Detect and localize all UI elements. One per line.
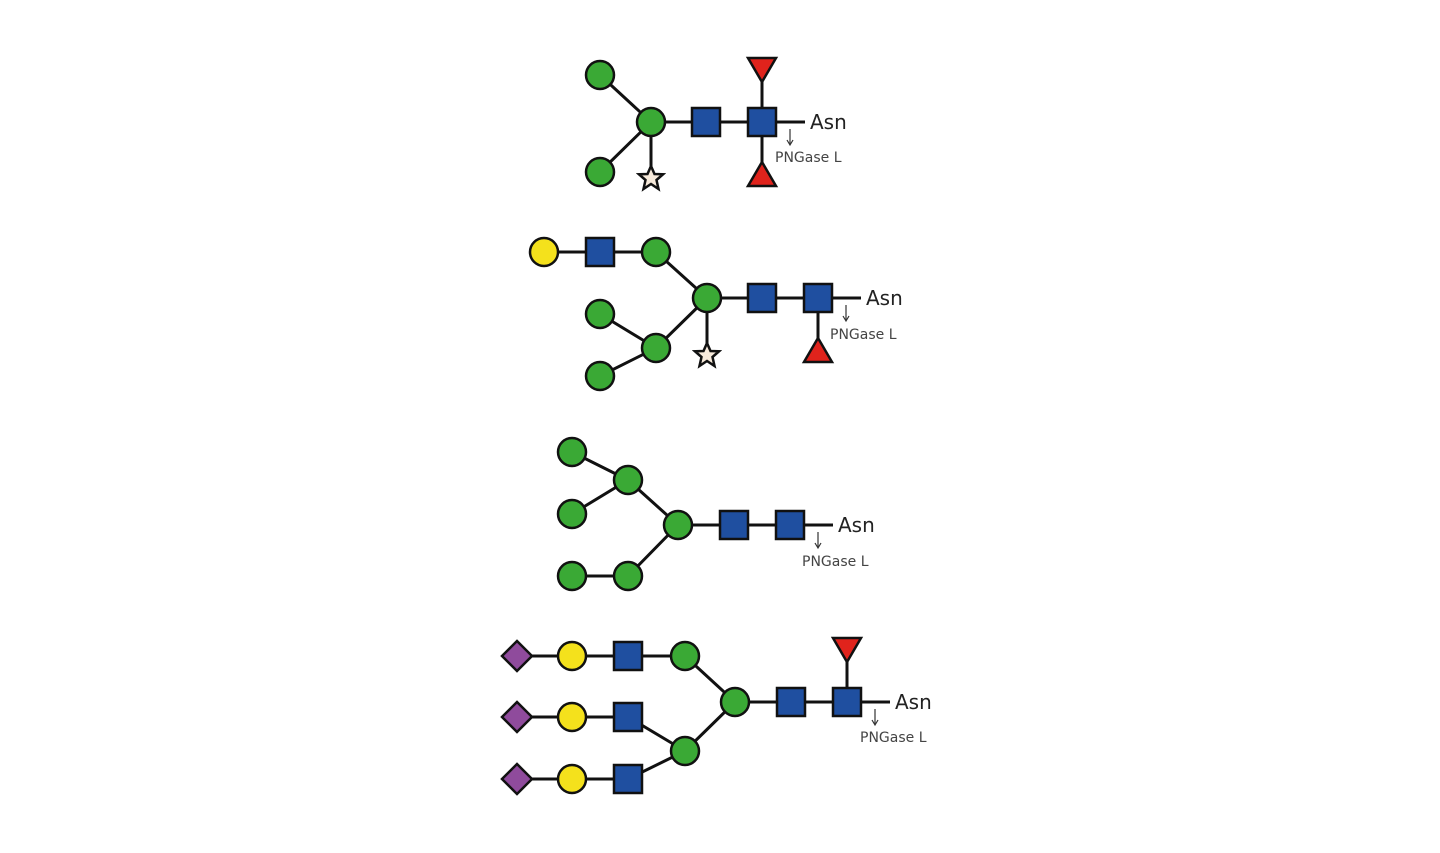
glcnac-square bbox=[746, 282, 778, 314]
cleavage-arrow-icon bbox=[814, 532, 822, 550]
asn-label: Asn bbox=[866, 286, 903, 310]
enzyme-label: PNGase L bbox=[860, 730, 927, 746]
enzyme-label: PNGase L bbox=[775, 150, 842, 166]
sialic-acid-diamond bbox=[500, 700, 534, 734]
mannose-circle bbox=[635, 106, 667, 138]
enzyme-label: PNGase L bbox=[802, 554, 869, 570]
cleavage-arrow-icon bbox=[786, 129, 794, 147]
asn-label: Asn bbox=[895, 690, 932, 714]
glcnac-square bbox=[746, 106, 778, 138]
mannose-circle bbox=[556, 436, 588, 468]
cleavage-arrow-icon bbox=[842, 305, 850, 323]
asn-label: Asn bbox=[838, 513, 875, 537]
fucose-triangle bbox=[745, 159, 779, 188]
sialic-acid-diamond bbox=[500, 762, 534, 796]
glycan-2: Asn PNGase L bbox=[528, 236, 903, 392]
glcnac-square bbox=[718, 509, 750, 541]
mannose-circle bbox=[691, 282, 723, 314]
glcnac-square bbox=[831, 686, 863, 718]
mannose-circle bbox=[584, 59, 616, 91]
mannose-circle bbox=[662, 509, 694, 541]
fucose-triangle bbox=[830, 636, 864, 665]
mannose-circle bbox=[640, 236, 672, 268]
glcnac-square bbox=[612, 640, 644, 672]
mannose-circle bbox=[640, 332, 672, 364]
glcnac-square bbox=[802, 282, 834, 314]
glcnac-square bbox=[774, 509, 806, 541]
mannose-circle bbox=[584, 156, 616, 188]
asn-label: Asn bbox=[810, 110, 847, 134]
glcnac-square bbox=[612, 701, 644, 733]
glycan-1: Asn PNGase L bbox=[584, 56, 847, 191]
glcnac-square bbox=[612, 763, 644, 795]
mannose-circle bbox=[669, 735, 701, 767]
mannose-circle bbox=[556, 498, 588, 530]
galactose-circle bbox=[528, 236, 560, 268]
xylose-star bbox=[693, 341, 721, 368]
mannose-circle bbox=[584, 298, 616, 330]
fucose-triangle bbox=[745, 56, 779, 85]
xylose-star bbox=[637, 164, 665, 191]
mannose-circle bbox=[669, 640, 701, 672]
glcnac-square bbox=[690, 106, 722, 138]
galactose-circle bbox=[556, 701, 588, 733]
mannose-circle bbox=[612, 560, 644, 592]
glycan-4: Asn PNGase L bbox=[500, 636, 932, 796]
galactose-circle bbox=[556, 640, 588, 672]
sialic-acid-diamond bbox=[500, 639, 534, 673]
mannose-circle bbox=[612, 464, 644, 496]
glcnac-square bbox=[775, 686, 807, 718]
enzyme-label: PNGase L bbox=[830, 327, 897, 343]
galactose-circle bbox=[556, 763, 588, 795]
mannose-circle bbox=[584, 360, 616, 392]
glycan-3: Asn PNGase L bbox=[556, 436, 875, 592]
glcnac-square bbox=[584, 236, 616, 268]
cleavage-arrow-icon bbox=[871, 709, 879, 727]
mannose-circle bbox=[719, 686, 751, 718]
mannose-circle bbox=[556, 560, 588, 592]
fucose-triangle bbox=[801, 335, 835, 364]
